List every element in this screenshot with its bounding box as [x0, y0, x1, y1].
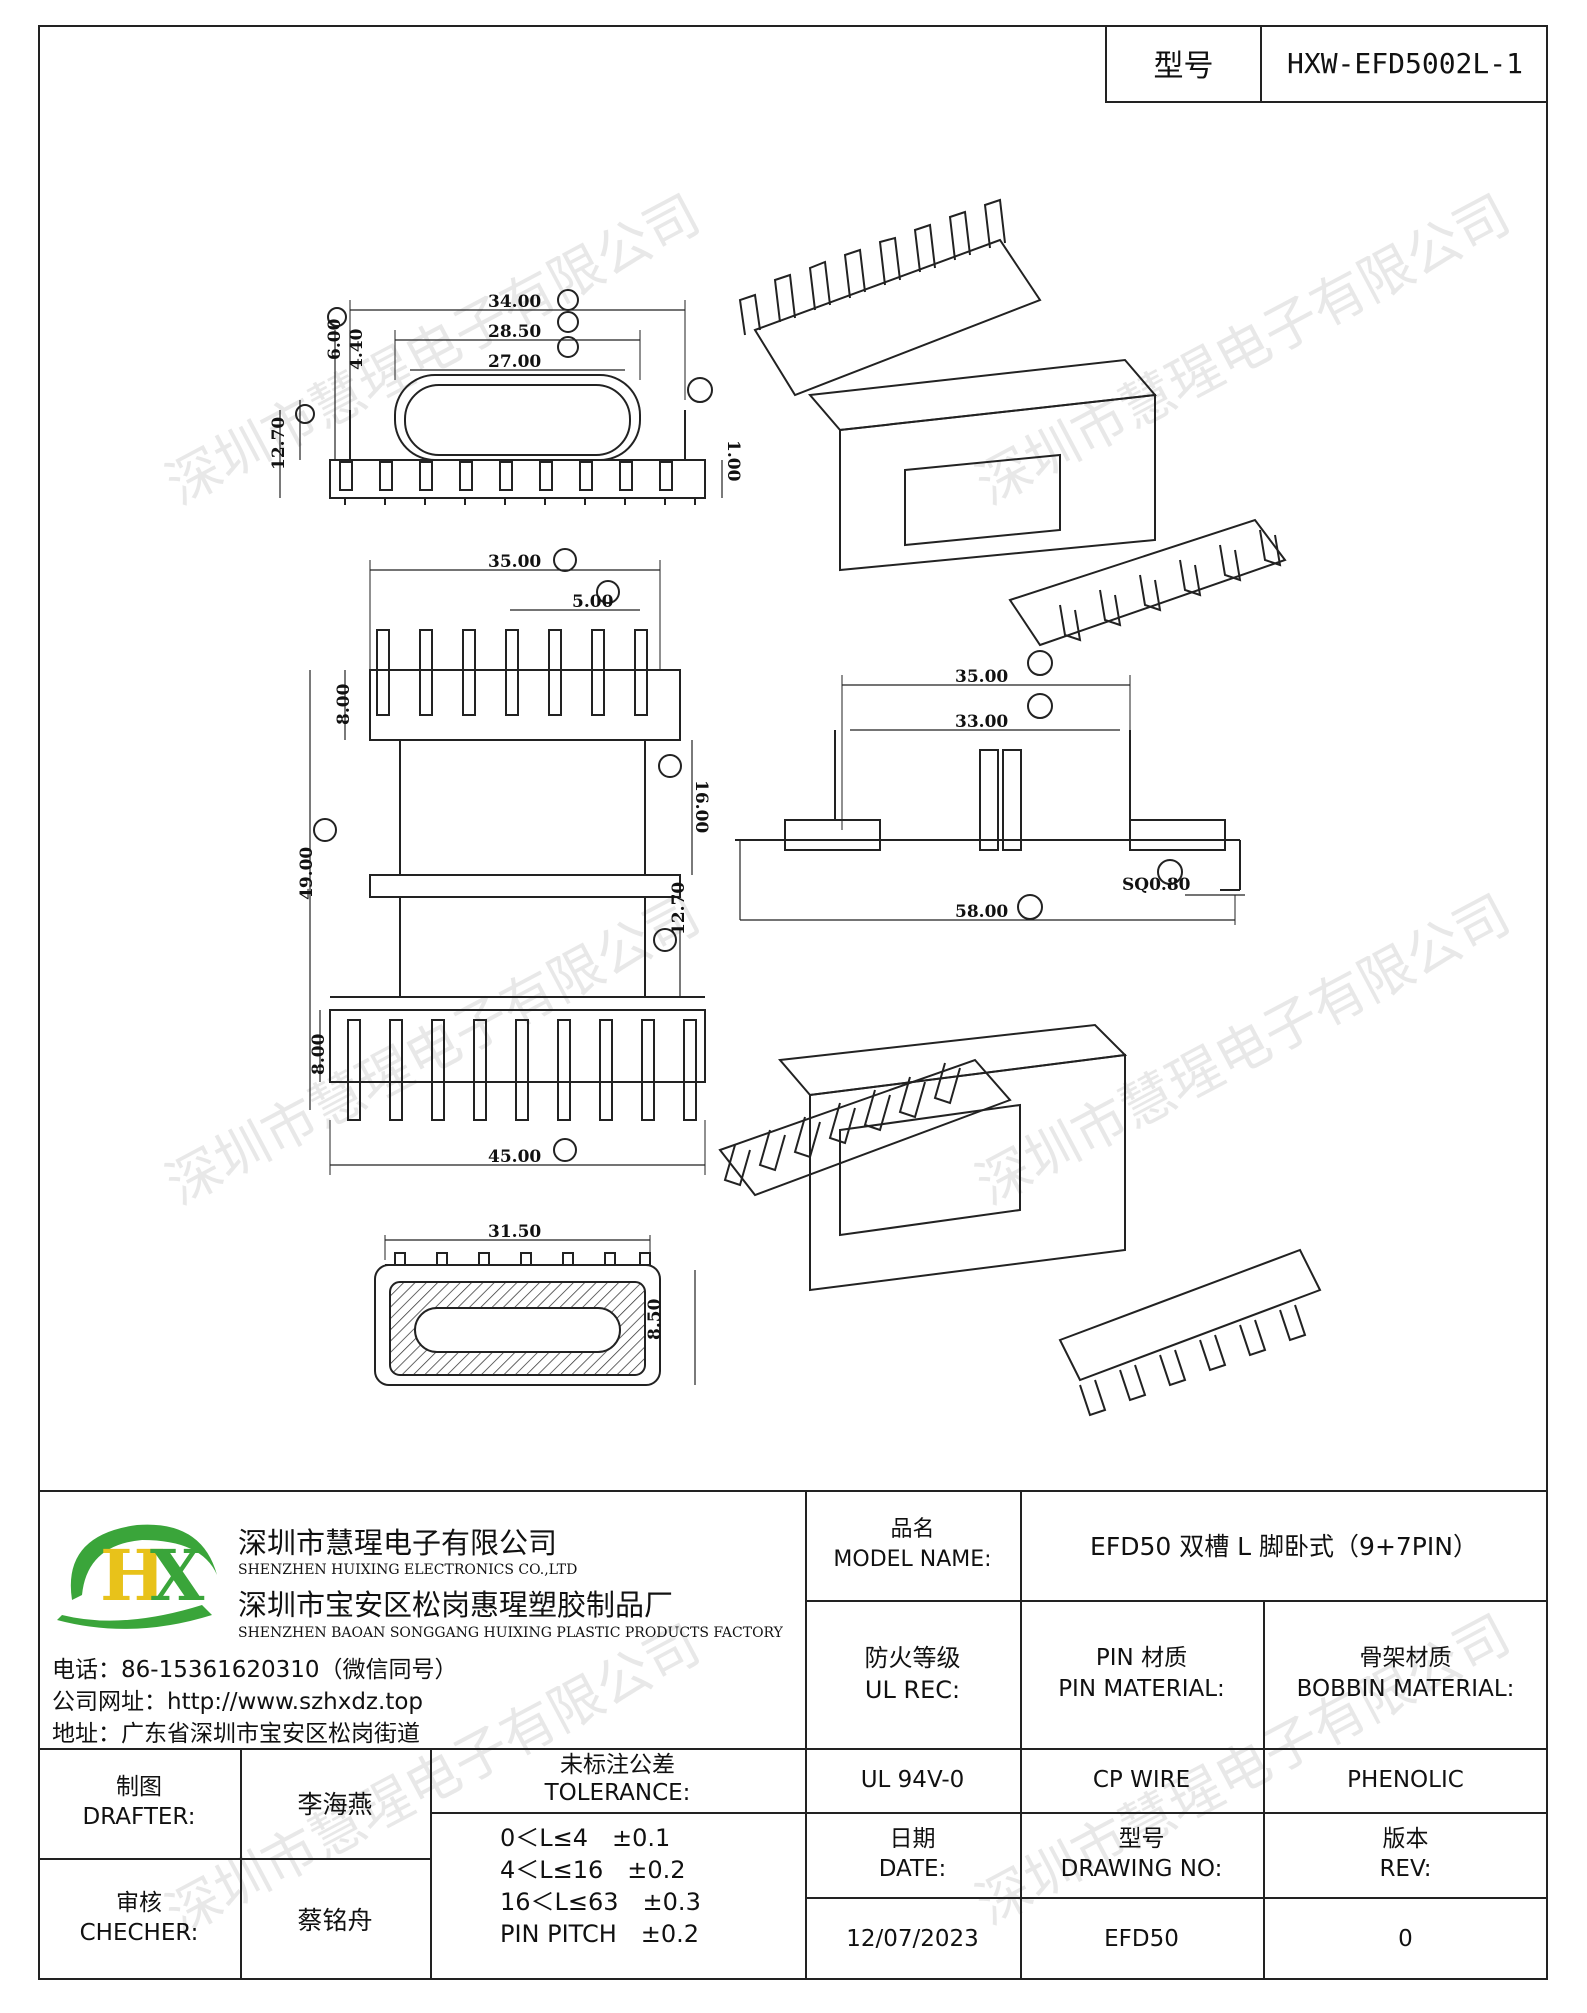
- checker-label: 审核 CHECHER:: [79, 1890, 199, 1946]
- grid-line: [430, 1812, 805, 1814]
- technical-drawing: 34.00 28.50 27.00 6.00 4.40 12.70 1.00 3…: [269, 198, 1322, 1417]
- dim-label: 34.00: [488, 292, 541, 312]
- tolerance-line: 4＜L≤16 ±0.2: [500, 1856, 686, 1884]
- grid-line: [240, 1748, 242, 1980]
- svg-text:X: X: [150, 1534, 205, 1617]
- drafter-value: 李海燕: [297, 1790, 373, 1819]
- grid-line: [38, 1858, 430, 1860]
- company-phone: 电话：86-15361620310（微信同号）: [52, 1657, 458, 1683]
- date-value: 12/07/2023: [846, 1925, 979, 1952]
- dim-label: 35.00: [955, 667, 1008, 687]
- dim-label: 8.00: [334, 683, 354, 725]
- factory-name-cn: 深圳市宝安区松岗惠瑆塑胶制品厂: [238, 1588, 674, 1622]
- model-name-value: EFD50 双槽 L 脚卧式（9+7PIN）: [1090, 1532, 1478, 1561]
- dim-label: 31.50: [488, 1222, 541, 1242]
- grid-line: [805, 1812, 1548, 1814]
- grid-line: [430, 1748, 432, 1980]
- dim-label: 6.00: [325, 318, 345, 360]
- date-label: 日期 DATE:: [878, 1825, 947, 1882]
- ul-value: UL 94V-0: [860, 1767, 965, 1793]
- iso-view-bottom: [718, 1023, 1322, 1417]
- dim-label: 35.00: [488, 552, 541, 572]
- dim-label: 12.70: [269, 417, 289, 470]
- title-block-top-line: [38, 1490, 1548, 1492]
- cross-view: [735, 650, 1245, 925]
- factory-name-en: SHENZHEN BAOAN SONGGANG HUIXING PLASTIC …: [238, 1625, 783, 1641]
- tolerance-line: PIN PITCH ±0.2: [500, 1920, 700, 1948]
- drafter-label: 制图 DRAFTER:: [82, 1774, 196, 1830]
- bobbin-material-value: PHENOLIC: [1347, 1767, 1464, 1793]
- pin-material-label: PIN 材质 PIN MATERIAL:: [1058, 1644, 1225, 1702]
- dim-label: 28.50: [488, 322, 541, 342]
- grid-line: [1020, 1490, 1022, 1980]
- dim-label: 27.00: [488, 352, 541, 372]
- grid-line: [805, 1600, 1548, 1602]
- dim-label: 33.00: [955, 712, 1008, 732]
- pin-material-value: CP WIRE: [1092, 1767, 1191, 1793]
- dim-label: 5.00: [572, 592, 614, 612]
- tolerance-line: 16＜L≤63 ±0.3: [500, 1888, 701, 1916]
- dim-label: 1.00: [723, 440, 743, 482]
- grid-line: [805, 1490, 807, 1980]
- dim-label: 49.00: [297, 847, 317, 900]
- grid-line: [1263, 1600, 1265, 1980]
- grid-line: [38, 1748, 1548, 1750]
- dim-label: 4.40: [347, 328, 367, 370]
- rev-value: 0: [1398, 1925, 1413, 1952]
- company-name-cn: 深圳市慧瑆电子有限公司: [238, 1526, 558, 1560]
- dim-label: 8.50: [645, 1298, 665, 1340]
- model-name-label: 品名 MODEL NAME:: [833, 1517, 992, 1572]
- company-name-en: SHENZHEN HUIXING ELECTRONICS CO.,LTD: [238, 1562, 578, 1578]
- header-model-value: HXW-EFD5002L-1: [1260, 25, 1548, 103]
- drawing-no-label: 型号 DRAWING NO:: [1060, 1825, 1223, 1882]
- dim-label: 12.70: [669, 882, 689, 935]
- company-address: 地址：广东省深圳市宝安区松岗街道: [52, 1721, 420, 1747]
- end-view: [374, 1235, 696, 1386]
- dim-label: 58.00: [955, 902, 1008, 922]
- dim-label: 8.00: [309, 1033, 329, 1075]
- dim-label: 45.00: [488, 1147, 541, 1167]
- rev-label: 版本 REV:: [1379, 1825, 1432, 1882]
- ul-label: 防火等级 UL REC:: [864, 1643, 961, 1704]
- company-logo: H X: [52, 1505, 222, 1630]
- checker-value: 蔡铭舟: [297, 1906, 373, 1935]
- iso-view-top: [738, 198, 1287, 647]
- dim-label: 16.00: [691, 780, 711, 833]
- drawing-no-value: EFD50: [1104, 1925, 1179, 1952]
- side-view: [309, 548, 706, 1175]
- svg-text:H: H: [100, 1534, 166, 1617]
- drawing-frame: [38, 25, 1548, 1980]
- tolerance-line: 0＜L≤4 ±0.1: [500, 1824, 671, 1852]
- header-model-label: 型号: [1105, 25, 1260, 103]
- tolerance-label: 未标注公差 TOLERANCE:: [544, 1752, 691, 1806]
- company-website[interactable]: 公司网址：http://www.szhxdz.top: [52, 1689, 424, 1715]
- front-view: [279, 289, 723, 505]
- bobbin-material-label: 骨架材质 BOBBIN MATERIAL:: [1296, 1644, 1515, 1702]
- grid-line: [805, 1897, 1548, 1899]
- tolerance-list: 0＜L≤4 ±0.1 4＜L≤16 ±0.2 16＜L≤63 ±0.3 PIN …: [500, 1822, 800, 1950]
- dim-label: SQ0.80: [1122, 875, 1191, 895]
